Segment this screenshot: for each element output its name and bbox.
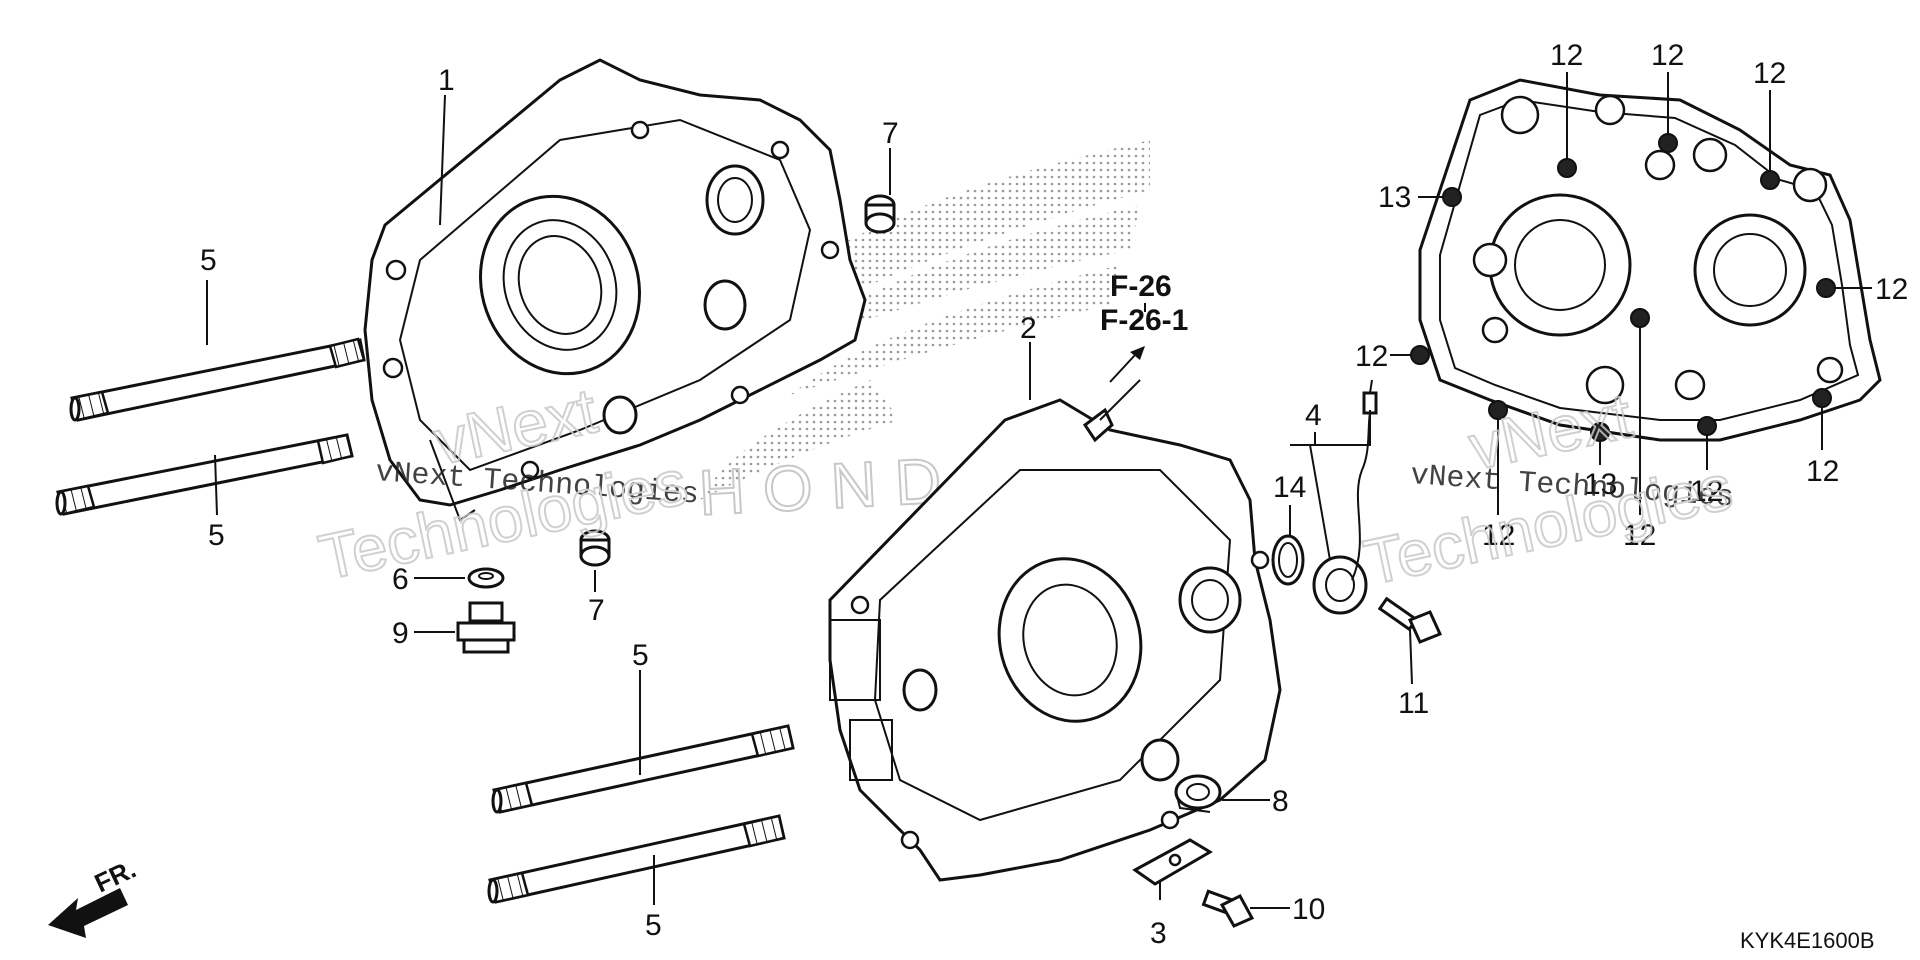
callout-1: 1 <box>438 64 455 97</box>
diagram-code: KYK4E1600B <box>1740 928 1875 953</box>
stud-bolt-upper-left-2 <box>55 433 354 516</box>
callout-12: 12 <box>1651 39 1684 72</box>
callout-14: 14 <box>1273 471 1306 504</box>
oil-seal <box>1174 774 1222 813</box>
flange-bolt-11 <box>1377 596 1443 644</box>
callout-3: 3 <box>1150 917 1167 950</box>
o-ring <box>1271 534 1305 586</box>
sealing-washer <box>467 567 505 589</box>
callout-12: 12 <box>1875 273 1908 306</box>
callout-5: 5 <box>200 244 217 277</box>
callout-7: 7 <box>882 117 899 150</box>
callout-5: 5 <box>208 519 225 552</box>
dowel-pin-upper <box>864 194 896 234</box>
callout-12: 12 <box>1623 519 1656 552</box>
honda-wing-watermark: HONDA <box>696 140 1150 530</box>
dowel-pin-lower <box>579 529 611 567</box>
callout-12: 12 <box>1482 519 1515 552</box>
callout-12: 12 <box>1355 340 1388 373</box>
callout-12: 12 <box>1550 39 1583 72</box>
flange-bolt-10 <box>1201 889 1255 928</box>
callout-10: 10 <box>1292 893 1325 926</box>
front-direction-label: FR. <box>90 854 141 899</box>
callout-4: 4 <box>1305 399 1322 432</box>
callout-13: 13 <box>1378 181 1411 214</box>
callout-5: 5 <box>632 639 649 672</box>
right-crankcase-half <box>828 379 1282 882</box>
callout-11: 11 <box>1398 687 1429 720</box>
callout-7: 7 <box>588 594 605 627</box>
callout-13: 13 <box>1584 468 1617 501</box>
front-direction-indicator: FR. <box>48 854 141 938</box>
setting-plate <box>1132 838 1213 886</box>
stud-bolt-upper-left-1 <box>69 337 366 422</box>
reference-label[interactable]: F-26 <box>1110 270 1172 303</box>
callout-12: 12 <box>1753 57 1786 90</box>
callout-2: 2 <box>1020 312 1037 345</box>
left-crankcase-half <box>363 58 867 522</box>
neutral-switch-assembly <box>1312 379 1378 615</box>
callout-12: 12 <box>1806 455 1839 488</box>
stud-bolt-lower-1 <box>491 724 795 814</box>
crankcase-gasket <box>1410 78 1882 442</box>
callout-12: 12 <box>1690 475 1723 508</box>
leader-lines <box>206 72 1872 909</box>
reference-label[interactable]: F-26-1 <box>1100 304 1188 337</box>
callout-9: 9 <box>392 617 409 650</box>
callout-8: 8 <box>1272 785 1289 818</box>
callout-labels: 1 5 5 7 7 6 9 2 5 5 8 3 10 11 4 14 12 12… <box>200 39 1908 950</box>
callout-5: 5 <box>645 909 662 942</box>
stud-bolt-lower-2 <box>487 814 786 904</box>
callout-6: 6 <box>392 563 409 596</box>
drain-plug-bolt <box>456 601 516 654</box>
